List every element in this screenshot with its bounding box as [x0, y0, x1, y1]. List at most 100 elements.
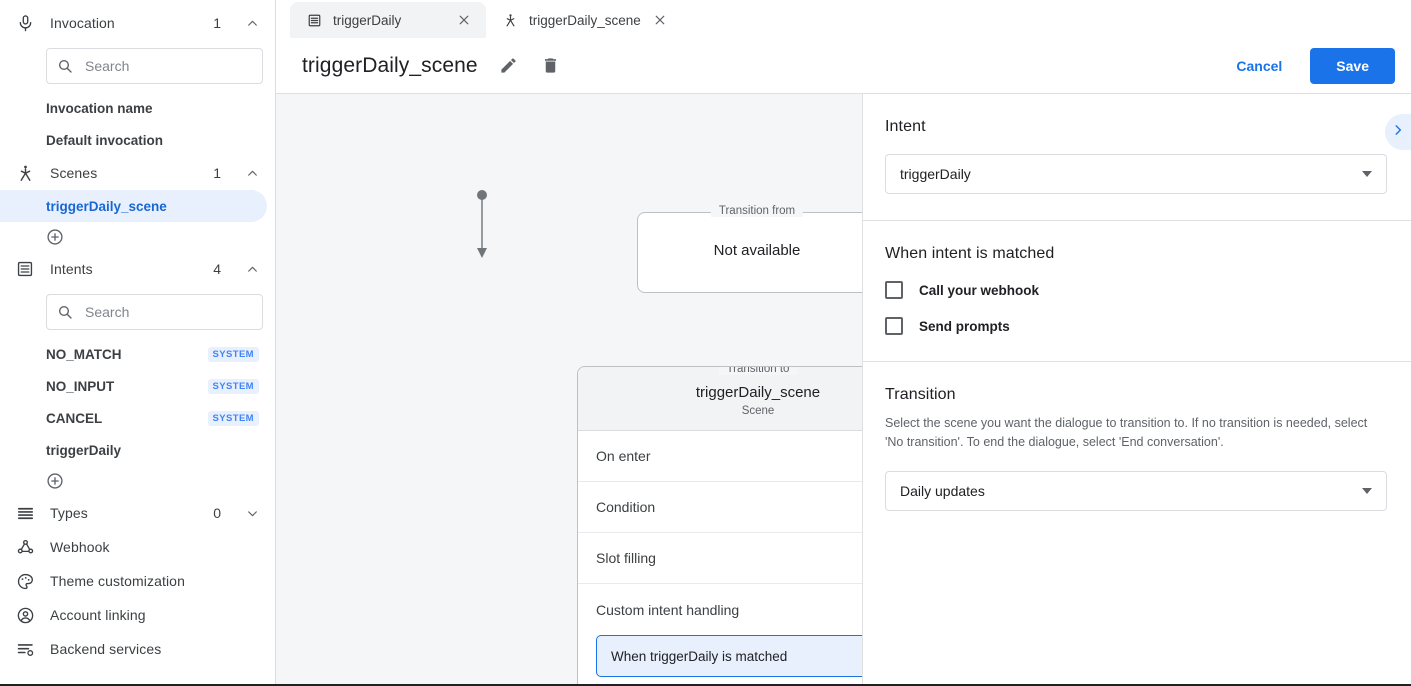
sidebar-item-label: NO_INPUT [46, 378, 115, 394]
trash-icon[interactable] [540, 55, 562, 77]
scene-icon [14, 162, 36, 184]
sidebar-group-count: 1 [213, 165, 221, 181]
sidebar-item-cancel[interactable]: CANCEL SYSTEM [0, 402, 275, 434]
sidebar-item-default-invocation[interactable]: Default invocation [0, 124, 275, 156]
sidebar-item-label: CANCEL [46, 410, 103, 426]
collapse-panel-button[interactable] [1385, 114, 1411, 150]
sidebar-item-label: Backend services [50, 641, 162, 657]
add-scene-row[interactable] [0, 222, 275, 252]
sidebar-group-scenes[interactable]: Scenes 1 [0, 156, 275, 190]
chevron-right-icon [1391, 123, 1405, 142]
intents-search[interactable] [46, 294, 263, 330]
add-intent-row[interactable] [0, 466, 275, 496]
status-badge: SYSTEM [207, 378, 259, 394]
transition-from-node[interactable]: Transition from Not available [637, 205, 862, 293]
page-header: triggerDaily_scene Cancel Save [276, 38, 1411, 94]
chevron-down-icon[interactable] [245, 506, 259, 520]
intents-icon [306, 12, 322, 28]
sidebar-group-count: 0 [213, 505, 221, 521]
invocation-search-input[interactable] [83, 57, 252, 75]
intents-icon [14, 258, 36, 280]
scene-row-condition[interactable]: Condition + [578, 482, 862, 533]
intents-search-input[interactable] [83, 303, 252, 321]
sidebar-group-types[interactable]: Types 0 [0, 496, 275, 530]
panel-section-title: Transition [885, 386, 956, 403]
checkbox-send-prompts[interactable]: Send prompts [885, 317, 1387, 335]
sidebar-item-invocation-name[interactable]: Invocation name [0, 92, 275, 124]
node-text: Not available [713, 242, 801, 259]
sidebar-item-triggerdaily-scene[interactable]: triggerDaily_scene [0, 190, 267, 222]
chevron-up-icon[interactable] [245, 166, 259, 180]
backend-icon [14, 638, 36, 660]
sidebar-item-webhook[interactable]: Webhook [0, 530, 275, 564]
window-bottom-edge [0, 684, 1411, 686]
panel-section-title: Intent [885, 118, 926, 135]
scene-node-card[interactable]: Transition to triggerDaily_scene Scene O… [577, 366, 862, 686]
account-icon [14, 604, 36, 626]
status-badge: SYSTEM [207, 410, 259, 426]
page-title: triggerDaily_scene [302, 53, 478, 77]
checkbox-label: Send prompts [919, 318, 1010, 334]
cancel-button[interactable]: Cancel [1220, 49, 1298, 83]
close-icon[interactable] [652, 12, 668, 28]
scene-row-on-enter[interactable]: On enter + [578, 431, 862, 482]
add-circle-icon[interactable] [46, 472, 64, 490]
search-icon [57, 58, 73, 74]
webhook-icon [14, 536, 36, 558]
palette-icon [14, 570, 36, 592]
sidebar-item-no-input[interactable]: NO_INPUT SYSTEM [0, 370, 275, 402]
tab-triggerdaily[interactable]: triggerDaily [290, 2, 486, 38]
scene-node-header: triggerDaily_scene Scene [578, 367, 862, 431]
intent-handler-chip[interactable]: When triggerDaily is matched [596, 635, 862, 677]
checkbox-icon[interactable] [885, 317, 903, 335]
sidebar-item-label: Webhook [50, 539, 110, 555]
sidebar-item-label: triggerDaily_scene [46, 198, 167, 214]
scene-row-label: Condition [596, 499, 656, 515]
save-button[interactable]: Save [1310, 47, 1395, 84]
types-icon [14, 502, 36, 524]
body-area: Transition from Not available Transition… [276, 94, 1411, 686]
scene-row-custom-intent-handling[interactable]: Custom intent handling + [578, 584, 862, 635]
chevron-up-icon[interactable] [245, 16, 259, 30]
sidebar-group-invocation[interactable]: Invocation 1 [0, 6, 275, 40]
scene-node-subtitle: Scene [741, 405, 775, 417]
sidebar-item-label: triggerDaily [46, 442, 122, 458]
right-properties-panel: Intent triggerDaily When intent is match… [862, 94, 1411, 686]
scene-row-label: Custom intent handling [596, 601, 740, 618]
sidebar-group-label: Types [50, 505, 88, 521]
sidebar-item-no-match[interactable]: NO_MATCH SYSTEM [0, 338, 275, 370]
close-icon[interactable] [456, 12, 472, 28]
sidebar-item-account-linking[interactable]: Account linking [0, 598, 275, 632]
transition-select-value: Daily updates [900, 482, 985, 499]
panel-section-transition: Transition Select the scene you want the… [863, 362, 1411, 537]
sidebar-item-label: Default invocation [46, 132, 164, 148]
invocation-search[interactable] [46, 48, 263, 84]
scene-node-name: triggerDaily_scene [695, 384, 821, 401]
checkbox-call-your-webhook[interactable]: Call your webhook [885, 281, 1387, 299]
sidebar-group-intents[interactable]: Intents 4 [0, 252, 275, 286]
tab-bar: triggerDaily triggerDaily_scene [276, 0, 1411, 38]
tab-label: triggerDaily [333, 12, 402, 28]
add-circle-icon[interactable] [46, 228, 64, 246]
sidebar-item-label: Theme customization [50, 573, 185, 589]
transition-select[interactable]: Daily updates [885, 470, 1387, 511]
chevron-down-icon [1362, 171, 1372, 177]
scene-graph-canvas[interactable]: Transition from Not available Transition… [276, 94, 862, 686]
scene-row-slot-filling[interactable]: Slot filling + [578, 533, 862, 584]
intent-select[interactable]: triggerDaily [885, 154, 1387, 194]
panel-section-when-intent-matched: When intent is matched Call your webhook… [863, 221, 1411, 362]
panel-section-description: Select the scene you want the dialogue t… [885, 416, 1368, 450]
sidebar-item-label: Account linking [50, 607, 146, 623]
chevron-up-icon[interactable] [245, 262, 259, 276]
scene-icon [502, 12, 518, 28]
checkbox-icon[interactable] [885, 281, 903, 299]
pencil-icon[interactable] [498, 55, 520, 77]
tab-triggerdaily-scene[interactable]: triggerDaily_scene [486, 2, 682, 38]
sidebar-item-triggerdaily[interactable]: triggerDaily [0, 434, 275, 466]
sidebar-item-theme-customization[interactable]: Theme customization [0, 564, 275, 598]
sidebar-item-backend-services[interactable]: Backend services [0, 632, 275, 666]
sidebar-group-count: 1 [213, 15, 221, 31]
sidebar-group-label: Intents [50, 261, 93, 277]
sidebar-group-label: Scenes [50, 165, 98, 181]
